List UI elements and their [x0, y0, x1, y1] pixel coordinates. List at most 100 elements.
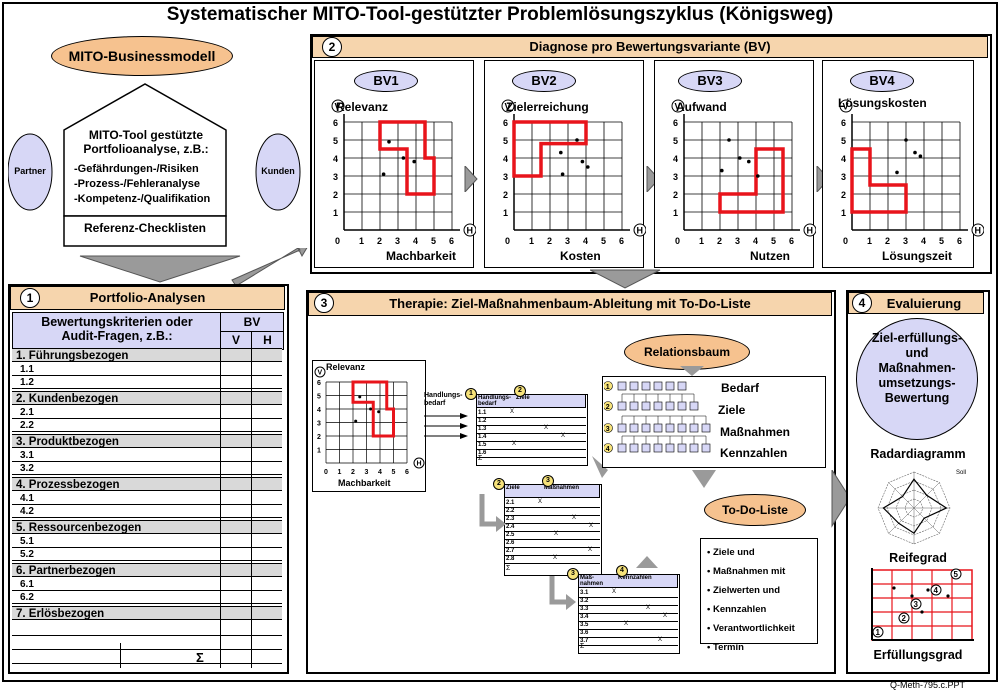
matrix-number: 4: [616, 565, 628, 577]
tree-label: Bedarf: [721, 381, 760, 395]
pointer-arrow: [592, 456, 608, 478]
criteria-row: 1.1: [12, 363, 282, 376]
matrix-line: [578, 613, 678, 614]
data-point: [387, 140, 391, 144]
todo-list: • Ziele und• Maßnahmen mit• Zielwerten u…: [700, 538, 818, 653]
matrix-col2: Maßnahmen: [544, 485, 580, 491]
h-axis-marker: H: [467, 226, 474, 236]
matrix-row-label: 2.5: [506, 532, 515, 538]
matrix-line: [504, 555, 600, 556]
matrix-number: 2: [493, 478, 505, 490]
diagnose-panel: [822, 60, 974, 268]
section3-title: Therapie: Ziel-Maßnahmenbaum-Ableitung m…: [389, 296, 751, 311]
tree-node: [629, 401, 639, 411]
tree-node: [617, 443, 627, 453]
criteria-row-empty: [12, 649, 282, 664]
y-tick: 5: [317, 394, 321, 401]
data-point: [381, 172, 386, 176]
col-line: [251, 348, 252, 668]
matrix-line: [578, 637, 678, 638]
criteria-row: 1.2: [12, 376, 282, 389]
x-tick: 1: [338, 469, 342, 476]
tree-node: [665, 423, 675, 433]
todo-item: • Zielwerten und: [707, 585, 780, 596]
y-tick: 4: [317, 407, 321, 414]
tree-node: [641, 401, 651, 411]
matrix-row-label: 2.4: [506, 524, 515, 530]
matrix-mark: X: [663, 613, 668, 619]
level-number: 5: [954, 570, 959, 579]
y-tick: 3: [841, 172, 846, 182]
y-tick: 1: [333, 208, 338, 218]
criteria-row: 2.1: [12, 406, 282, 419]
x-tick: 2: [547, 236, 552, 246]
erfuellungsgrad-label: Erfüllungsgrad: [873, 648, 963, 662]
y-tick: 6: [317, 380, 321, 387]
tree-node: [641, 381, 651, 391]
x-tick: 4: [413, 236, 418, 246]
businessmodell-oval: MITO-Businessmodell: [51, 36, 233, 76]
matrix-mark: X: [624, 621, 629, 627]
y-tick: 1: [503, 208, 508, 218]
x-tick: 2: [885, 236, 890, 246]
section1-header: Portfolio-Analysen: [10, 286, 285, 310]
partner-label: Partner: [14, 166, 46, 176]
y-tick: 6: [503, 118, 508, 128]
y-tick: 6: [841, 118, 846, 128]
x-tick: 4: [583, 236, 588, 246]
diagnose-panel: [314, 60, 474, 268]
x-tick: 2: [351, 469, 355, 476]
tree-label: Kennzahlen: [720, 446, 788, 460]
x-tick: 1: [867, 236, 872, 246]
matrix-mark: X: [572, 515, 577, 521]
v-axis-marker: V: [843, 102, 849, 112]
tree-node: [665, 401, 675, 411]
matrix-mark: X: [612, 589, 617, 595]
matrix-row-label: 3.1: [580, 590, 589, 596]
matrix-row-label: 1.1: [478, 410, 487, 416]
model-house: [8, 83, 301, 247]
matrix-line: [504, 507, 600, 508]
model-item: -Kompetenz-/Qualifikation: [74, 193, 211, 205]
critical-area: [378, 120, 436, 196]
data-point: [586, 165, 590, 169]
y-tick: 2: [333, 190, 338, 200]
tree-node: [677, 423, 687, 433]
section2-header: Diagnose pro Bewertungsvariante (BV): [312, 36, 988, 58]
x-tick: 3: [735, 236, 740, 246]
x-tick: 4: [753, 236, 758, 246]
y-tick: 4: [673, 154, 678, 164]
x-axis-label: Lösungszeit: [882, 249, 953, 263]
v-axis-marker: V: [318, 370, 323, 377]
v-axis-marker: V: [335, 102, 341, 112]
matrix-row-label: 2.1: [506, 500, 515, 506]
section3-number: 3: [314, 293, 334, 313]
criteria-row: 5.1: [12, 535, 282, 548]
data-point: [747, 159, 751, 164]
y-axis-label: Relevanz: [336, 100, 389, 114]
criteria-row: 4.2: [12, 505, 282, 518]
y-tick: 4: [333, 154, 338, 164]
category-row: 2. Kundenbezogen: [12, 391, 282, 405]
outer-frame: [2, 2, 998, 682]
data-point: [559, 150, 563, 155]
radar-title: Radardiagramm: [870, 447, 966, 461]
relationsbaum-arrow: [680, 366, 704, 376]
x-tick: 2: [717, 236, 722, 246]
matrix-line: [504, 547, 600, 548]
level-number: 1: [876, 628, 881, 637]
tree-node: [641, 443, 651, 453]
todo-item: • Kennzahlen: [707, 604, 767, 615]
x-tick: 6: [789, 236, 794, 246]
tree-node: [641, 423, 651, 433]
matrix: [504, 484, 602, 576]
todo-item: • Maßnahmen mit: [707, 566, 786, 577]
y-tick: 2: [841, 190, 846, 200]
tree-node: [653, 401, 663, 411]
matrix-row-label: 3.5: [580, 622, 589, 628]
h-axis-marker: H: [417, 461, 422, 468]
